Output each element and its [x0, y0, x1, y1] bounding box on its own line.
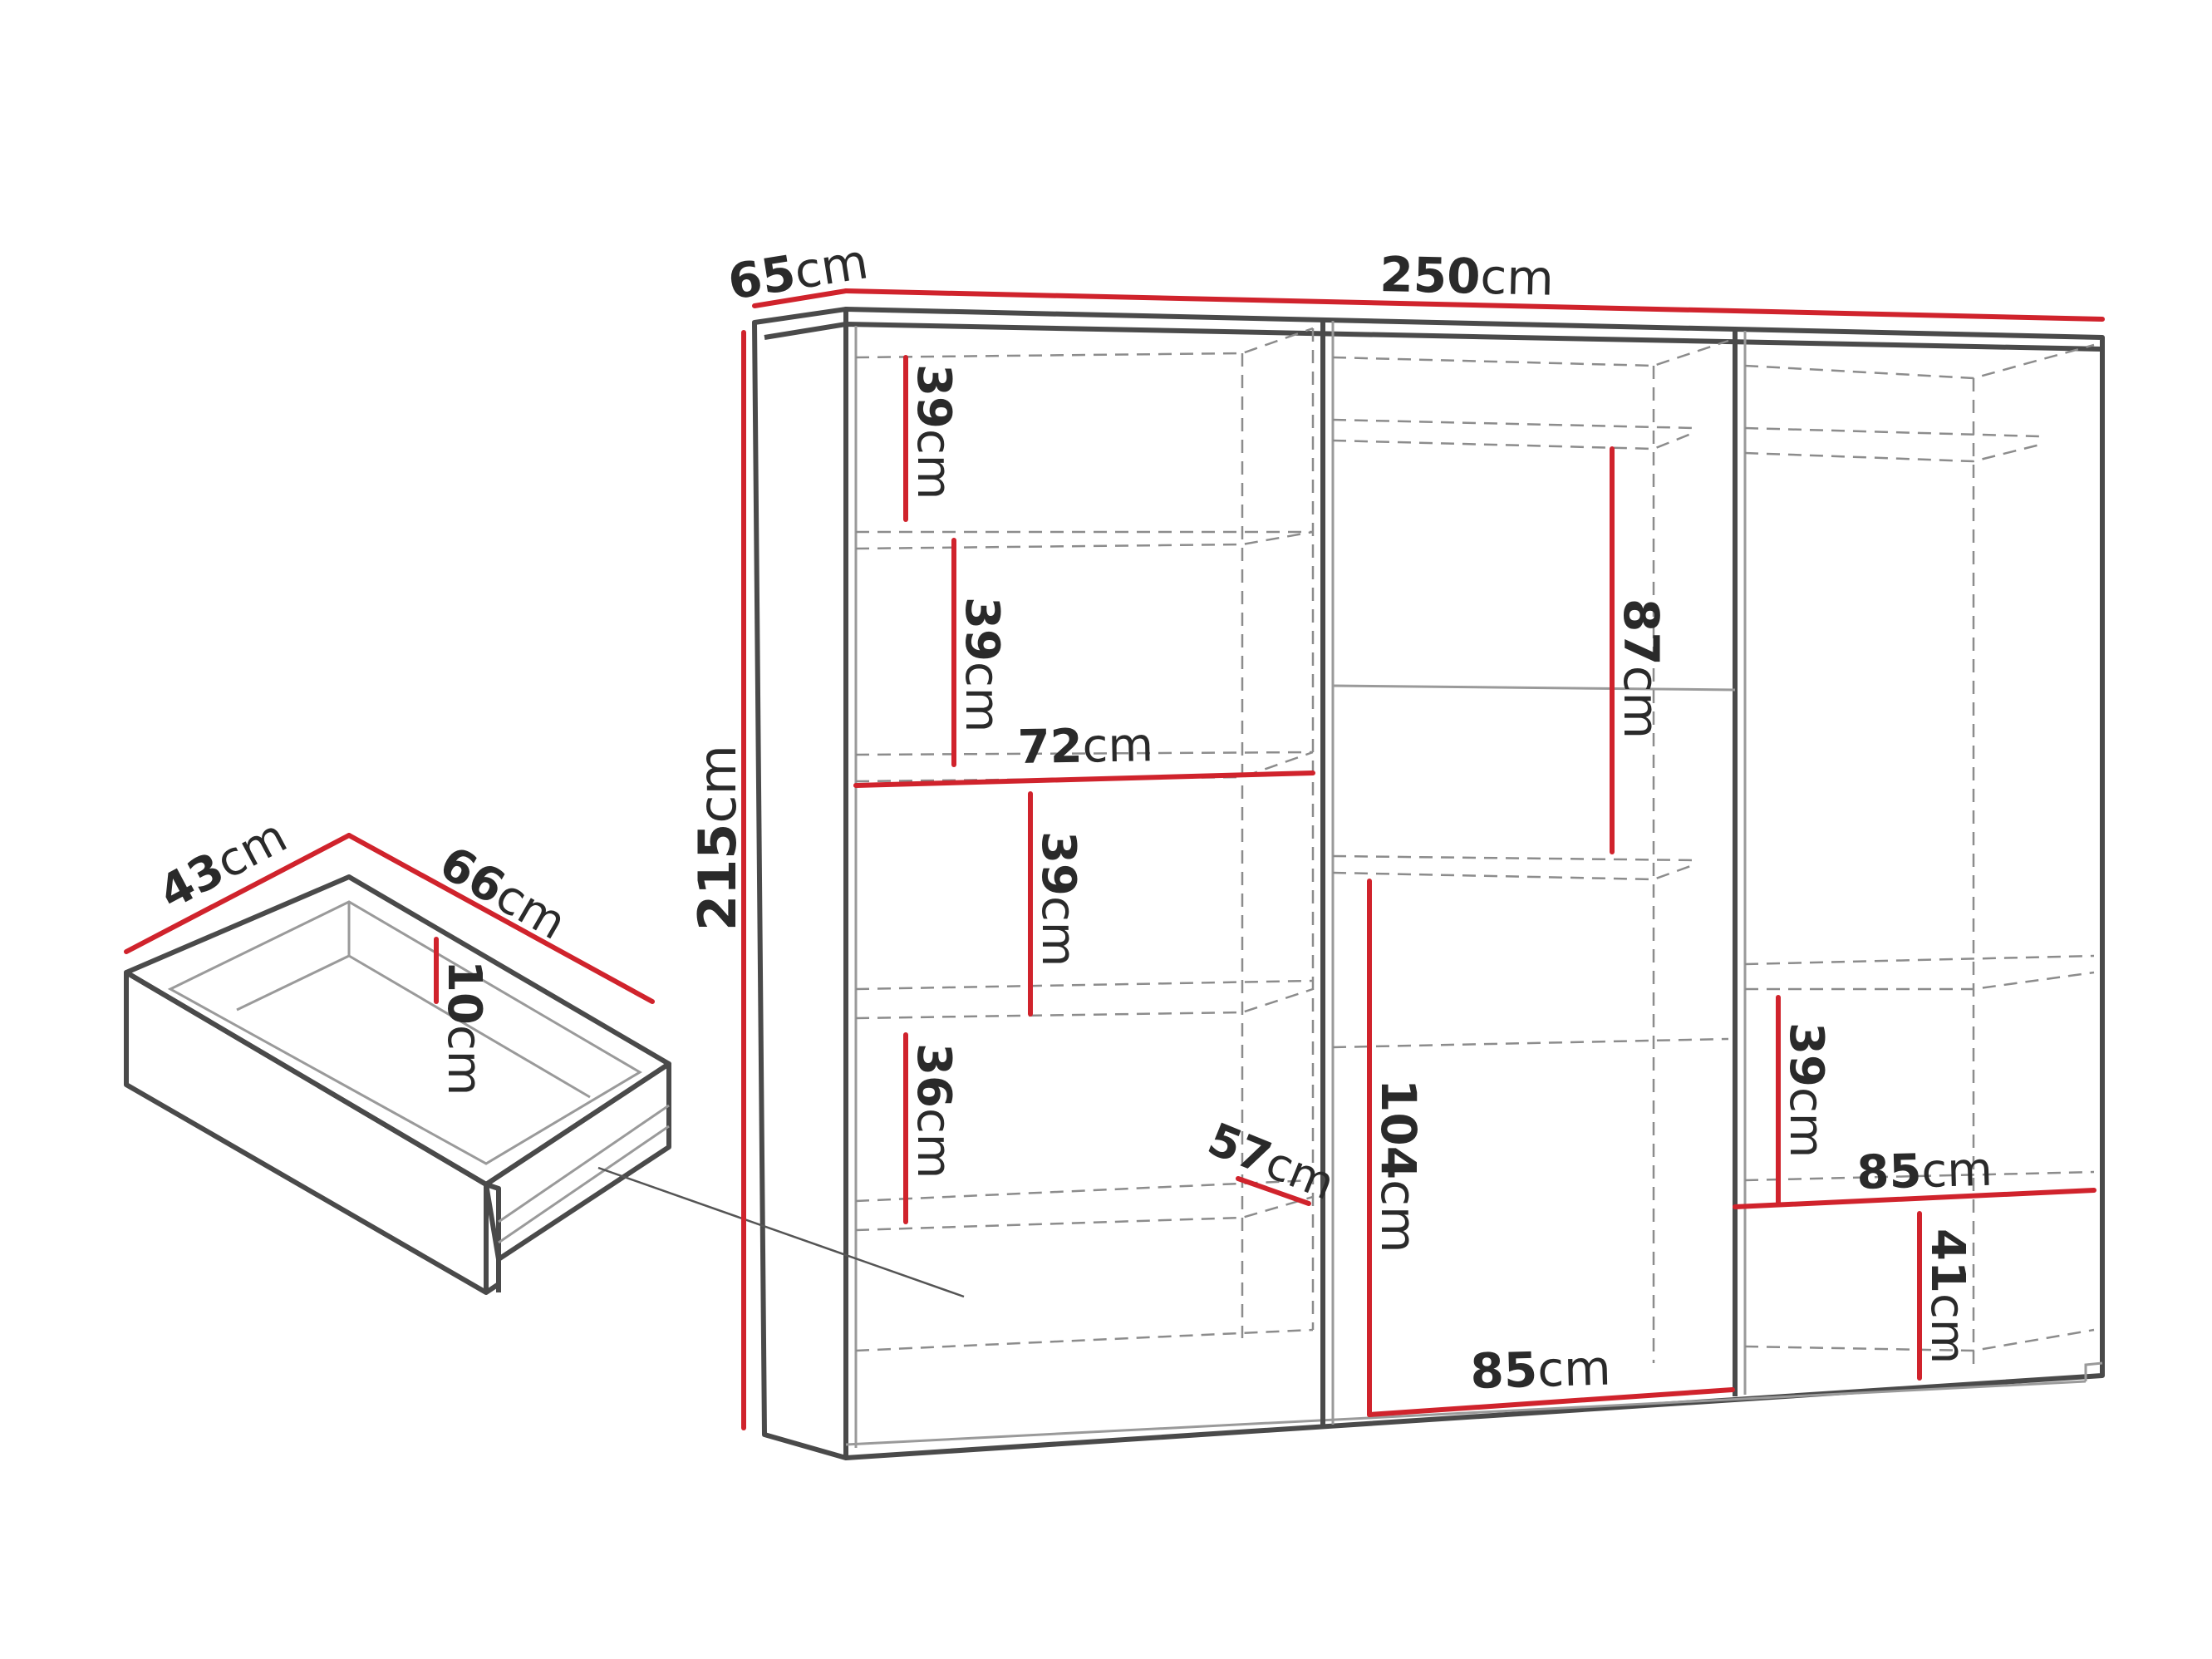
label-left-shelf-4: 36cm [907, 1043, 961, 1179]
drawer-leader-line [597, 1166, 965, 1298]
drawer-outline [124, 874, 671, 1295]
dim-line-drawer-width-66 [347, 833, 655, 1004]
dim-line-left-depth-57 [1236, 1176, 1311, 1206]
label-middle-lower-104: 104cm [1370, 1079, 1427, 1253]
dim-line-depth-65 [752, 288, 848, 308]
label-drawer-width-66: 66cm [430, 836, 575, 951]
label-left-shelf-2: 39cm [955, 597, 1009, 732]
wardrobe-hidden-lines [855, 327, 2095, 1367]
dimension-labels: 250cm 65cm 215cm 39cm 39cm 72cm 39cm 36c… [150, 233, 1993, 1400]
dimension-lines [124, 288, 2105, 1430]
label-depth-65: 65cm [725, 233, 873, 311]
dim-line-width-250 [843, 288, 2105, 322]
label-drawer-height-10: 10cm [437, 960, 491, 1095]
dim-line-left-width-72 [853, 770, 1315, 788]
label-width-250: 250cm [1379, 246, 1555, 307]
dim-line-right-width-85 [1733, 1188, 2096, 1209]
label-right-width-85: 85cm [1856, 1143, 1993, 1200]
dim-line-middle-width-85 [1367, 1387, 1735, 1417]
wardrobe-outline [752, 307, 2105, 1460]
label-height-215: 215cm [687, 745, 748, 931]
dim-line-drawer-depth-43 [124, 833, 351, 954]
label-right-lower-41: 41cm [1920, 1228, 1974, 1364]
label-right-shelf-39: 39cm [1779, 1022, 1833, 1158]
label-left-shelf-1: 39cm [907, 364, 961, 500]
label-middle-upper-87: 87cm [1613, 598, 1669, 739]
label-left-shelf-3: 39cm [1031, 831, 1085, 967]
label-left-width-72: 72cm [1017, 718, 1153, 775]
label-middle-width-85: 85cm [1470, 1340, 1612, 1400]
